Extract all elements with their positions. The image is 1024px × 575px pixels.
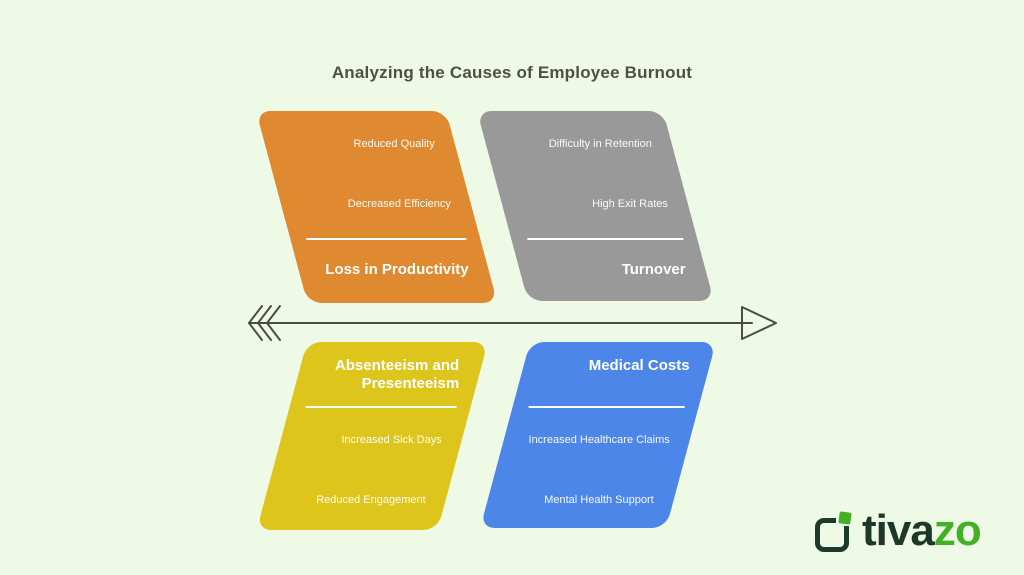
separator-line [528,406,685,408]
branch-item: Increased Healthcare Claims [528,434,670,446]
separator-line [306,238,467,240]
branch-medical-costs: Medical Costs Increased Healthcare Claim… [480,342,716,528]
arrowhead-icon [741,306,777,340]
branch-turnover: Difficulty in Retention High Exit Rates … [477,111,714,301]
logo-wordmark: tivazo [862,503,982,559]
fletching-chevron [248,305,263,341]
separator-line [305,406,457,408]
branch-item: Decreased Efficiency [347,198,451,210]
separator-line [527,238,684,240]
branch-title: Medical Costs [588,357,690,374]
tivazo-logo: tivazo [815,503,982,559]
branch-absenteeism-presenteeism: Absenteeism and Presenteeism Increased S… [256,342,488,530]
branch-item: Reduced Quality [353,138,435,150]
logo-green-chip-icon [838,511,852,525]
logo-text-suffix: zo [933,506,982,555]
branch-item: Increased Sick Days [341,434,442,446]
branch-item: Difficulty in Retention [548,138,652,150]
branch-item: Mental Health Support [544,494,654,506]
branch-loss-in-productivity: Reduced Quality Decreased Efficiency Los… [256,111,498,303]
tivazo-logo-icon [815,511,852,552]
page-title: Analyzing the Causes of Employee Burnout [331,63,693,82]
branch-title: Absenteeism and Presenteeism [334,357,460,392]
branch-item: Reduced Engagement [316,494,426,506]
branch-item: High Exit Rates [592,198,668,210]
fletching-chevron [266,305,281,341]
logo-rounded-square [815,518,849,552]
logo-text-prefix: tiva [862,506,935,555]
fletching-chevron [257,305,272,341]
branch-title: Loss in Productivity [325,261,469,278]
branch-title: Turnover [621,261,686,278]
